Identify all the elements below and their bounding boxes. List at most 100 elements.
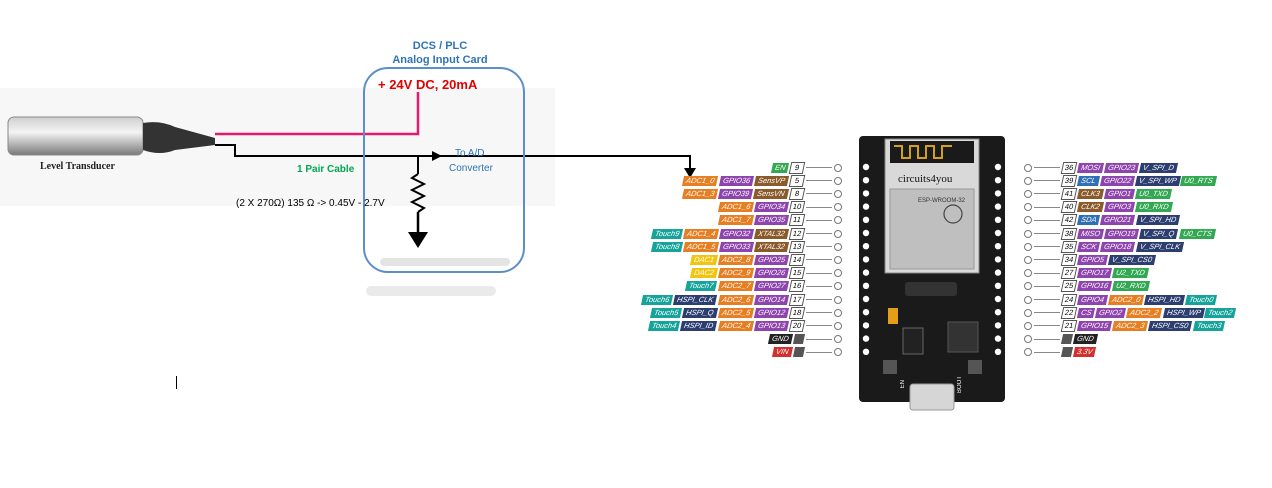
pin-number: 24 xyxy=(1060,293,1078,306)
pin-function-tag: ADC2_0 xyxy=(1107,294,1145,305)
pin-connector-dot xyxy=(1024,229,1032,238)
pin-function-tag: U2_TXD xyxy=(1112,268,1149,279)
pin-connector-dot xyxy=(1024,295,1032,304)
header-hole xyxy=(994,243,1002,250)
header-hole xyxy=(862,295,870,303)
pin-function-tag: Touch5 xyxy=(649,307,683,318)
pin-number: 22 xyxy=(1060,306,1078,319)
board-brand: circuits4you xyxy=(898,173,953,185)
pin-function-tag: V_SPI_HD xyxy=(1135,215,1180,226)
header-hole xyxy=(862,348,870,355)
pin-wire xyxy=(1034,180,1060,182)
pin-function-tag: GPIO23 xyxy=(1104,162,1140,173)
board-header-holes xyxy=(862,163,1002,355)
header-hole xyxy=(862,322,870,329)
pin-number: 41 xyxy=(1060,187,1078,200)
regulator xyxy=(905,282,957,296)
pin-wire xyxy=(806,167,832,168)
header-hole xyxy=(994,177,1002,184)
pin-function-tag: GPIO39 xyxy=(718,188,754,199)
pin-function-tag: HSPI_ID xyxy=(680,320,718,331)
pin-connector-dot xyxy=(834,335,842,344)
pin-connector-dot xyxy=(1024,203,1032,212)
pin-function-tag: GPIO3 xyxy=(1103,202,1135,213)
transducer-label: Level Transducer xyxy=(40,161,115,172)
pin-connector-dot xyxy=(834,242,842,251)
header-hole xyxy=(994,348,1002,355)
pin-function-tag: GPIO18 xyxy=(1100,241,1136,252)
pin-function-tag: U0_TXD xyxy=(1134,188,1172,199)
pin-number: 11 xyxy=(788,214,806,227)
pin-function-tag: HSPI_HD xyxy=(1144,294,1185,305)
header-hole xyxy=(994,163,1002,171)
text-cursor xyxy=(176,376,177,389)
header-hole xyxy=(862,203,870,210)
supply-label: + 24V DC, 20mA xyxy=(378,77,478,92)
resistor-symbol xyxy=(409,173,427,213)
pin-function-tag: SCL xyxy=(1076,175,1100,186)
pin-wire xyxy=(806,193,832,195)
pin-function-tag: GND xyxy=(768,334,794,345)
pin-wire xyxy=(806,351,832,353)
pin-wire xyxy=(806,219,832,221)
pin-function-tag: HSPI_CS0 xyxy=(1148,320,1193,331)
pin-wire xyxy=(1034,312,1060,314)
converter-label: Converter xyxy=(449,163,493,174)
pin-function-tag: U0_RTS xyxy=(1180,175,1217,186)
pin-function-tag: SCK xyxy=(1076,241,1101,252)
pin-connector-dot xyxy=(1024,308,1032,317)
pin-connector-dot xyxy=(1024,348,1032,357)
left-pin-row: VIN xyxy=(772,347,842,358)
transducer-cable-gland xyxy=(143,122,215,153)
pin-function-tag: GPIO27 xyxy=(753,281,790,292)
pin-function-tag: GPIO16 xyxy=(1076,281,1113,292)
pin-function-tag: GPIO26 xyxy=(753,268,790,279)
pin-connector-dot xyxy=(1024,189,1032,198)
pin-function-tag: ADC2_5 xyxy=(717,307,754,318)
header-hole xyxy=(994,216,1002,223)
pin-connector-dot xyxy=(1024,242,1032,251)
pin-function-tag: CLK2 xyxy=(1076,202,1104,213)
pin-wire xyxy=(806,325,832,327)
pin-connector-dot xyxy=(834,229,842,238)
pin-number: 9 xyxy=(788,161,806,174)
pin-function-tag: GPIO19 xyxy=(1104,228,1140,239)
pin-function-tag: U0_CTS xyxy=(1178,228,1216,239)
pin-function-tag: ADC1_5 xyxy=(682,241,720,252)
pin-wire xyxy=(1034,206,1060,208)
header-hole xyxy=(862,190,870,197)
pin-number: 12 xyxy=(788,227,806,240)
ground-arrow xyxy=(408,232,428,248)
header-hole xyxy=(994,295,1002,303)
pin-number: 42 xyxy=(1060,214,1078,227)
boot-button-label: BOOT xyxy=(957,376,963,394)
pin-function-tag: V_SPI_Q xyxy=(1139,228,1179,239)
header-hole xyxy=(994,282,1002,289)
pin-function-tag: GPIO34 xyxy=(753,202,790,213)
pin-function-tag: ADC1_6 xyxy=(717,202,754,213)
pin-function-tag: GPIO13 xyxy=(753,320,790,331)
pin-function-tag: ADC2_3 xyxy=(1112,320,1149,331)
pin-wire xyxy=(1034,233,1060,234)
pin-function-tag: XTAL32 xyxy=(754,228,790,239)
analog-input-card xyxy=(363,67,525,273)
pin-function-tag: ADC2_8 xyxy=(717,254,754,265)
pin-number-blank xyxy=(1060,334,1074,345)
en-button xyxy=(883,360,897,374)
pin-function-tag: GPIO36 xyxy=(718,175,754,186)
pin-connector-dot xyxy=(1024,163,1032,172)
pin-number: 20 xyxy=(788,319,806,332)
pin-connector-dot xyxy=(834,348,842,357)
pin-function-tag: ADC1_7 xyxy=(717,215,754,226)
pin-number: 16 xyxy=(788,280,806,293)
